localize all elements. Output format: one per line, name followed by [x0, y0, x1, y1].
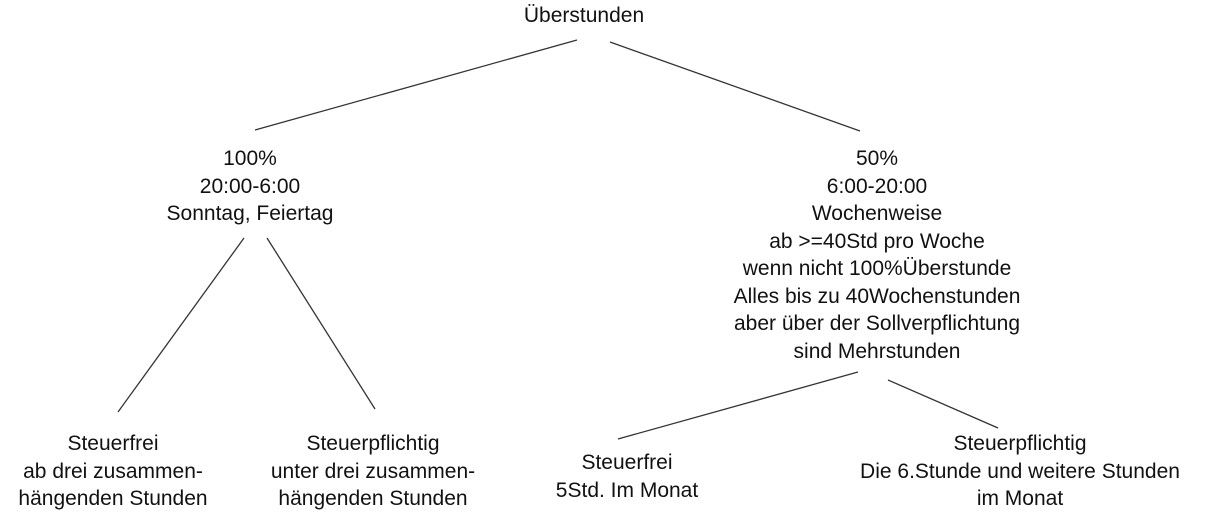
node-line: sind Mehrstunden: [793, 339, 961, 363]
node-100-percent: 100% 20:00-6:00 Sonntag, Feiertag: [167, 145, 334, 228]
edge-root-to-100: [254, 39, 578, 131]
node-line: im Monat: [976, 487, 1064, 510]
edge-100-to-steuerfrei: [117, 237, 245, 413]
node-50-percent: 50% 6:00-20:00 Wochenweise ab >=40Std pr…: [734, 145, 1021, 365]
edge-50-to-steuerfrei: [617, 371, 859, 440]
node-50-steuerpflichtig: Steuerpflichtig Die 6.Stunde und weitere…: [860, 430, 1180, 513]
edge-100-to-steuerpflichtig: [266, 237, 376, 410]
node-line: Sonntag, Feiertag: [166, 202, 334, 225]
node-line: Steuerfrei: [67, 432, 159, 455]
node-line: Steuerpflichtig: [306, 432, 440, 455]
edge-50-to-steuerpflichtig: [887, 379, 999, 429]
node-line: unter drei zusammen-: [270, 459, 476, 483]
node-root-ueberstunden: Überstunden: [524, 2, 644, 30]
node-line: 50%: [855, 147, 899, 170]
node-line: ab >=40Std pro Woche: [769, 229, 985, 253]
node-line: Überstunden: [523, 4, 645, 27]
node-line: wenn nicht 100%Überstunde: [742, 257, 1012, 280]
node-line: hängenden Stunden: [278, 487, 468, 510]
node-100-steuerfrei: Steuerfrei ab drei zusammen- hängenden S…: [18, 430, 207, 513]
node-line: aber über der Sollverpflichtung: [733, 312, 1021, 335]
node-100-steuerpflichtig: Steuerpflichtig unter drei zusammen- hän…: [271, 430, 475, 513]
node-line: ab drei zusammen-: [23, 459, 203, 483]
node-line: Wochenweise: [811, 202, 943, 225]
node-line: 20:00-6:00: [199, 174, 301, 198]
node-line: 5Std. Im Monat: [555, 478, 699, 502]
node-50-steuerfrei: Steuerfrei 5Std. Im Monat: [556, 449, 698, 504]
node-line: 6:00-20:00: [826, 174, 928, 198]
edge-root-to-50: [609, 41, 861, 132]
node-line: Steuerpflichtig: [953, 432, 1087, 455]
node-line: 100%: [223, 147, 277, 170]
node-line: hängenden Stunden: [18, 487, 208, 510]
node-line: Steuerfrei: [581, 451, 673, 474]
node-line: Die 6.Stunde und weitere Stunden: [860, 459, 1180, 483]
node-line: Alles bis zu 40Wochenstunden: [733, 284, 1021, 308]
